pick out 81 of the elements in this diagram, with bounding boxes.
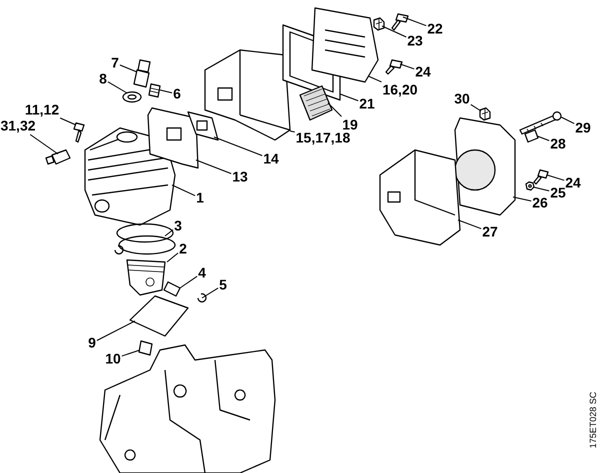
callout-number: 26: [532, 196, 548, 210]
muffler-drawing: [379, 149, 461, 246]
callout-number: 31,32: [0, 118, 36, 134]
sleeve-drawing: [524, 129, 539, 143]
screw-drawing: [391, 13, 409, 31]
callout-number: 4: [198, 266, 206, 280]
leader-line: [202, 288, 219, 298]
callout-number: 30: [454, 92, 470, 106]
leader-line: [166, 252, 179, 262]
leader-line: [400, 64, 415, 70]
leader-line: [30, 134, 58, 154]
leader-line: [164, 229, 174, 236]
leader-line: [340, 94, 359, 102]
leader-line: [546, 174, 565, 181]
callout-number: 1: [196, 190, 204, 206]
needle-bearing-drawing: [138, 340, 153, 356]
screw-drawing: [385, 59, 403, 75]
callout-number: 9: [88, 336, 96, 350]
leader-line: [368, 76, 382, 82]
callout-number: 28: [550, 136, 566, 152]
nut-drawing: [525, 181, 535, 191]
leader-line: [121, 350, 140, 357]
callout-number: 6: [173, 86, 181, 102]
leader-line: [458, 220, 482, 230]
leader-line: [96, 320, 136, 341]
leader-line: [119, 64, 138, 72]
callout-number: 27: [482, 224, 498, 240]
gasket-drawing: [129, 295, 189, 337]
leader-line: [60, 118, 76, 126]
callout-number: 23: [407, 34, 423, 48]
callout-number: 15,17,18: [296, 130, 350, 146]
callout-number: 11,12: [24, 102, 60, 118]
leader-line: [160, 90, 173, 94]
circlip-drawing: [197, 293, 207, 302]
callout-number: 19: [342, 118, 358, 132]
bolt-drawing: [519, 111, 562, 135]
callout-number: 7: [111, 56, 119, 70]
leader-line: [290, 130, 296, 132]
muffler-cover-drawing: [311, 7, 379, 83]
leader-line: [512, 196, 532, 202]
callout-number: 3: [174, 218, 182, 234]
leader-line: [196, 160, 232, 174]
leader-line: [532, 186, 550, 192]
gasket-drawing: [187, 111, 219, 141]
leader-line: [536, 136, 550, 142]
plug-drawing: [148, 83, 161, 98]
screw-drawing: [73, 122, 85, 143]
piston-drawing: [126, 259, 166, 296]
leader-line: [328, 102, 342, 117]
washer-drawing: [122, 91, 142, 103]
callout-number: 2: [179, 242, 187, 256]
callout-number: 8: [99, 72, 107, 86]
drawing-code: 175ET028 SC: [588, 392, 598, 448]
callout-number: 16,20: [382, 82, 418, 98]
callout-number: 21: [359, 96, 375, 112]
leader-line: [382, 26, 407, 38]
piston-ring-drawing: [116, 223, 176, 255]
decompression-valve-drawing: [133, 59, 151, 88]
callout-number: 25: [550, 186, 566, 200]
exhaust-cover-drawing: [454, 117, 516, 216]
screw-drawing: [373, 17, 385, 31]
leader-line: [107, 81, 128, 94]
screw-drawing: [479, 107, 491, 121]
callout-number: 22: [427, 22, 443, 36]
callout-number: 14: [263, 152, 279, 166]
leader-line: [470, 104, 482, 112]
callout-number: 24: [415, 64, 431, 80]
callout-number: 13: [232, 170, 248, 184]
leader-line: [172, 184, 196, 196]
screw-drawing: [533, 169, 549, 185]
piston-pin-drawing: [163, 281, 181, 297]
leader-line: [560, 116, 575, 124]
spark-arrestor-screen-drawing: [299, 85, 333, 121]
spark-plug-drawing: [45, 149, 71, 165]
leader-line: [402, 16, 427, 26]
leader-line: [214, 136, 263, 156]
callout-number: 24: [565, 176, 581, 190]
callout-number: 5: [219, 278, 227, 292]
callout-number: 29: [575, 120, 591, 136]
callout-number: 10: [105, 352, 121, 366]
leader-line: [180, 276, 198, 288]
